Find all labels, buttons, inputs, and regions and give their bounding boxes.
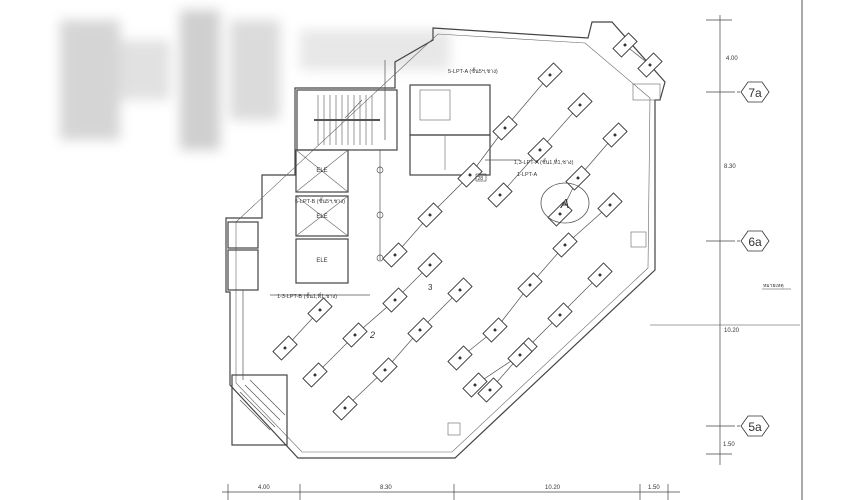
circuit-label: 1-3-LPT-B (ชั้น1,ที่1,ชาง) xyxy=(277,292,337,300)
zone-label-a: A xyxy=(560,196,570,211)
light-fixtures xyxy=(272,32,663,421)
grid-bubble-7a: 7a xyxy=(740,81,770,103)
circuit-label: 5-LPT-A (ชั้น5ฯ,ชาง) xyxy=(448,67,498,75)
dim-v-4: 1.50 xyxy=(723,442,735,448)
service-rooms xyxy=(227,84,491,446)
light-fixture-icon xyxy=(537,62,563,88)
panel-tag: 28 xyxy=(478,176,484,182)
dim-h-3: 10.20 xyxy=(545,485,561,491)
light-fixture-icon xyxy=(602,122,628,148)
fixture-circuit-line xyxy=(489,274,601,391)
circuit-label: 5-LPT-B (ชั้น5ฯ,ชาง) xyxy=(295,197,345,205)
light-fixture-icon xyxy=(507,342,533,368)
light-fixture-icon xyxy=(567,92,593,118)
light-fixture-icon xyxy=(637,52,663,78)
light-fixture-icon xyxy=(587,262,613,288)
light-fixture-icon xyxy=(382,287,408,313)
zone-a: A xyxy=(540,182,590,224)
light-fixture-icon xyxy=(492,115,518,141)
light-fixture-icon xyxy=(332,395,358,421)
light-fixture-icon xyxy=(382,242,408,268)
light-fixture-icon xyxy=(462,372,488,398)
light-fixture-icon xyxy=(547,302,573,328)
light-fixture-icon xyxy=(302,362,328,388)
fixture-circuit-line xyxy=(314,264,431,376)
circuit-label: 1,3-LPT-A (ชั้น1,ที่1,ชาง) xyxy=(514,158,574,166)
fixture-circuit-line xyxy=(344,289,461,409)
svg-text:7a: 7a xyxy=(748,86,762,100)
scan-smudge xyxy=(60,10,450,150)
dim-v-1: 4.00 xyxy=(726,56,738,62)
elevator-label: ELE xyxy=(316,168,327,174)
svg-text:6a: 6a xyxy=(748,235,762,249)
dim-v-3: 10.20 xyxy=(724,328,740,334)
light-fixture-icon xyxy=(372,357,398,383)
dim-h-4: 1.50 xyxy=(648,485,660,491)
light-fixture-icon xyxy=(447,277,473,303)
zone-label-2: 2 xyxy=(369,330,375,340)
zone-label-3: 3 xyxy=(428,283,433,292)
light-fixture-icon xyxy=(477,377,503,403)
dim-h-2: 8.30 xyxy=(380,485,392,491)
light-fixture-icon xyxy=(612,32,638,58)
grid-bubble-6a: 6a xyxy=(740,230,770,252)
elevator-label: ELE xyxy=(316,214,327,220)
building-outline xyxy=(225,21,666,459)
circuit-label: 1-LPT-A xyxy=(517,172,538,178)
elevator-shafts: ELE ELE ELE xyxy=(295,149,349,284)
light-fixture-icon xyxy=(417,252,443,278)
dim-h-1: 4.00 xyxy=(258,485,270,491)
light-fixture-icon xyxy=(457,162,483,188)
light-fixture-icon xyxy=(597,192,623,218)
light-fixture-icon xyxy=(547,201,573,227)
horizontal-dimension-line xyxy=(222,484,680,500)
elevator-label: ELE xyxy=(316,258,327,264)
vertical-dimension-line xyxy=(650,15,800,465)
elevator-2: ELE xyxy=(295,195,349,237)
elevator-3: ELE xyxy=(295,238,349,284)
light-fixture-icon xyxy=(417,202,443,228)
stair-core xyxy=(296,89,398,151)
light-fixture-icon xyxy=(487,182,513,208)
light-fixture-icon xyxy=(527,137,553,163)
light-fixture-icon xyxy=(407,317,433,343)
light-fixture-icon xyxy=(307,297,333,323)
dim-v-2: 8.30 xyxy=(724,164,736,170)
light-fixture-icon xyxy=(342,322,368,348)
light-fixture-icon xyxy=(272,335,298,361)
note-label: หมายเหตุ xyxy=(763,283,784,289)
elevator-1: ELE xyxy=(295,149,349,193)
svg-text:5a: 5a xyxy=(748,420,762,434)
light-fixture-icon xyxy=(552,232,578,258)
circuit-runs xyxy=(242,60,520,380)
light-fixture-icon xyxy=(517,272,543,298)
light-fixture-icon xyxy=(447,345,473,371)
light-fixture-icon xyxy=(482,317,508,343)
grid-bubble-5a: 5a xyxy=(740,415,770,437)
